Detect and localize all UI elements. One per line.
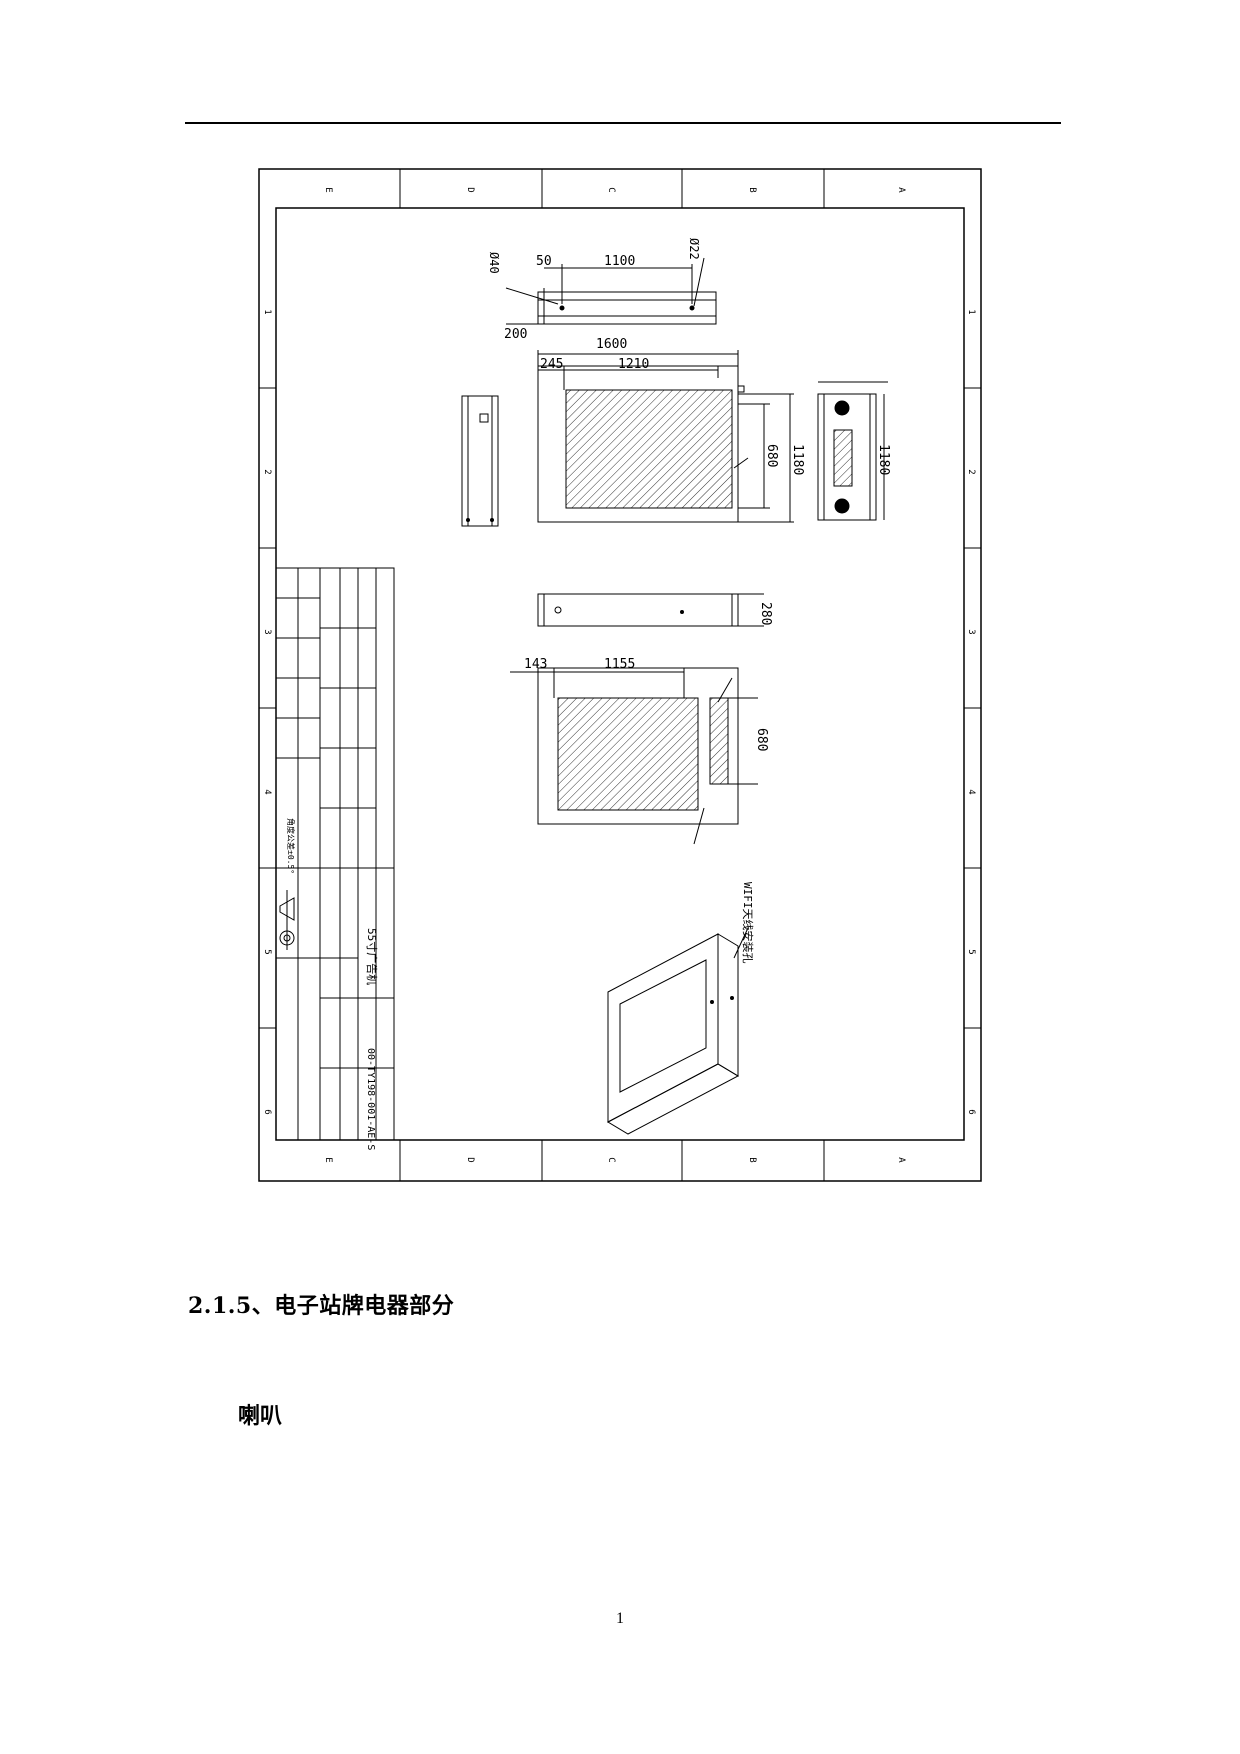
drawing-svg: E D C B A E D C B A 1 2 3 4 5 6 1 2 3 4 bbox=[258, 168, 982, 1182]
dim-1155: 1155 bbox=[604, 657, 635, 672]
wifi-label: WIFI天线安装孔 bbox=[741, 882, 755, 964]
row-label: 3 bbox=[262, 629, 272, 634]
outer-frame bbox=[258, 168, 982, 1182]
col-label: E bbox=[323, 1157, 333, 1162]
col-label: A bbox=[896, 187, 906, 193]
top-bar-view bbox=[505, 257, 717, 325]
row-label: 6 bbox=[262, 1109, 272, 1114]
sub-heading: 喇叭 bbox=[238, 1403, 283, 1429]
dim-1100: 1100 bbox=[604, 254, 635, 269]
front-view bbox=[537, 350, 794, 523]
col-label: D bbox=[465, 187, 475, 192]
column-labels-bottom: E D C B A bbox=[323, 1157, 906, 1163]
row-label: 1 bbox=[966, 309, 976, 314]
tolerance-text: 角度公差±0.5° bbox=[286, 818, 296, 874]
row-labels-left: 1 2 3 4 5 6 bbox=[262, 309, 272, 1114]
bottom-view bbox=[537, 593, 764, 627]
dim-1210: 1210 bbox=[618, 357, 649, 372]
projection-symbol-icon bbox=[279, 890, 295, 950]
dim-1600: 1600 bbox=[596, 337, 627, 352]
row-label: 5 bbox=[262, 949, 272, 954]
row-label: 5 bbox=[966, 949, 976, 954]
dim-680b: 680 bbox=[754, 728, 769, 751]
col-label: C bbox=[606, 187, 616, 192]
dim-d40: Ø40 bbox=[487, 252, 501, 274]
row-label: 4 bbox=[966, 789, 976, 794]
side-view-right bbox=[817, 381, 888, 521]
header-rule bbox=[185, 122, 1061, 124]
dim-50: 50 bbox=[536, 254, 552, 269]
product-name: 55寸广告机 bbox=[365, 928, 379, 985]
row-label: 2 bbox=[966, 469, 976, 474]
dim-1180b: 1180 bbox=[876, 444, 891, 475]
dim-245: 245 bbox=[540, 357, 563, 372]
dim-280: 280 bbox=[758, 602, 773, 625]
col-label: C bbox=[606, 1157, 616, 1162]
isometric-view bbox=[606, 927, 749, 1135]
row-label: 2 bbox=[262, 469, 272, 474]
page-number: 1 bbox=[616, 1610, 624, 1627]
rear-view bbox=[510, 667, 758, 845]
column-labels-top: E D C B A bbox=[323, 187, 906, 193]
top-zone-dividers bbox=[259, 169, 981, 1181]
engineering-drawing: E D C B A E D C B A 1 2 3 4 5 6 1 2 3 4 bbox=[258, 168, 982, 1182]
row-label: 1 bbox=[262, 309, 272, 314]
drawing-number: 00-TY198-001-AE-S bbox=[365, 1048, 376, 1150]
dim-200: 200 bbox=[504, 327, 527, 342]
dim-680a: 680 bbox=[764, 444, 779, 467]
dim-143: 143 bbox=[524, 657, 547, 672]
section-heading: 2.1.5、电子站牌电器部分 bbox=[188, 1293, 455, 1319]
row-label: 6 bbox=[966, 1109, 976, 1114]
col-label: A bbox=[896, 1157, 906, 1163]
row-label: 3 bbox=[966, 629, 976, 634]
col-label: D bbox=[465, 1157, 475, 1162]
dim-1180a: 1180 bbox=[790, 444, 805, 475]
row-label: 4 bbox=[262, 789, 272, 794]
title-block bbox=[275, 567, 395, 1141]
col-label: B bbox=[747, 1157, 757, 1162]
side-view-left bbox=[461, 395, 499, 527]
col-label: B bbox=[747, 187, 757, 192]
dim-d22: Ø22 bbox=[687, 238, 701, 260]
col-label: E bbox=[323, 187, 333, 192]
row-labels-right: 1 2 3 4 5 6 bbox=[966, 309, 976, 1114]
